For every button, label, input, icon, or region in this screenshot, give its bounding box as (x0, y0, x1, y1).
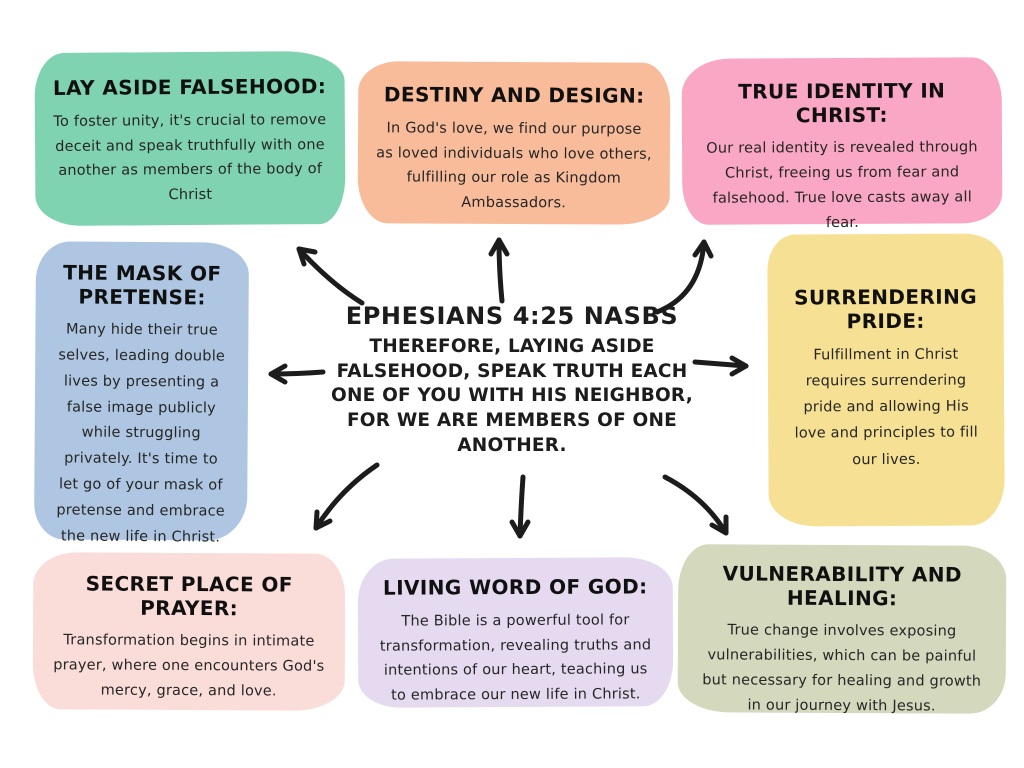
arrow-down (509, 474, 531, 539)
node-body: To foster unity, it's crucial to remove … (53, 111, 327, 204)
arrow-left (268, 363, 326, 385)
node-true-identity-in-christ: TRUE IDENTITY IN CHRIST: Our real identi… (681, 57, 1003, 231)
node-title: TRUE IDENTITY IN CHRIST: (738, 78, 946, 127)
node-title: LAY ASIDE FALSEHOOD: (52, 74, 327, 100)
node-destiny-and-design: DESTINY AND DESIGN: In God's love, we fi… (357, 61, 671, 225)
node-title: LIVING WORD OF GOD: (382, 574, 648, 600)
node-body: Our real identity is revealed through Ch… (706, 139, 978, 232)
arrow-down-left (313, 462, 380, 531)
node-body: True change involves exposing vulnerabil… (702, 622, 982, 715)
node-title: SECRET PLACE OF PRAYER: (85, 571, 293, 620)
arrow-down-right (662, 474, 729, 536)
node-vulnerability-and-healing: VULNERABILITY AND HEALING: True change i… (677, 544, 1007, 714)
verse-text: THEREFORE, LAYING ASIDE FALSEHOOD, SPEAK… (331, 335, 693, 456)
arrow-up (488, 237, 510, 304)
node-title: DESTINY AND DESIGN: (383, 82, 645, 108)
node-body: Transformation begins in intimate prayer… (53, 632, 325, 700)
node-title: VULNERABILITY AND HEALING: (722, 561, 963, 610)
node-title: SURRENDERING PRIDE: (794, 284, 978, 333)
arrow-up-left (296, 246, 365, 306)
node-body: The Bible is a powerful tool for transfo… (379, 611, 652, 705)
node-living-word-of-god: LIVING WORD OF GOD: The Bible is a power… (357, 557, 674, 708)
verse-reference: EPHESIANS 4:25 NASBS (345, 302, 679, 330)
arrow-right (692, 355, 749, 377)
node-the-mask-of-pretense: THE MASK OF PRETENSE: Many hide their tr… (33, 241, 250, 545)
node-secret-place-of-prayer: SECRET PLACE OF PRAYER: Transformation b… (32, 552, 346, 711)
center-verse-block: EPHESIANS 4:25 NASBS THEREFORE, LAYING A… (330, 302, 694, 459)
node-title: THE MASK OF PRETENSE: (63, 260, 222, 310)
node-lay-aside-falsehood: LAY ASIDE FALSEHOOD: To foster unity, it… (34, 50, 346, 227)
node-body: In God's love, we find our purpose as lo… (376, 119, 652, 212)
node-surrendering-pride: SURRENDERING PRIDE: Fulfillment in Chris… (767, 233, 1005, 527)
node-body: Fulfillment in Christ requires surrender… (794, 346, 978, 468)
node-body: Many hide their true selves, leading dou… (56, 321, 226, 546)
